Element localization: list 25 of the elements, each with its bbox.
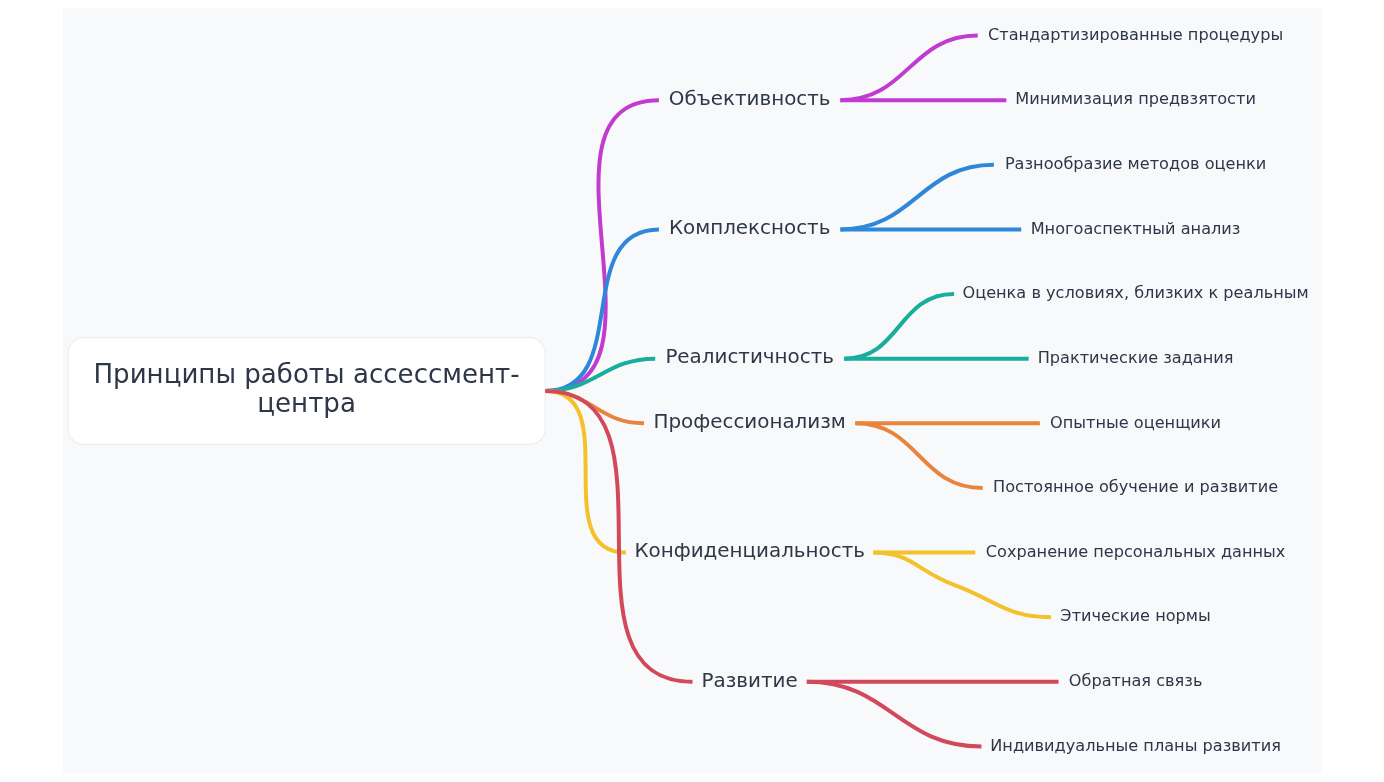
node-text: Многоаспектный анализ bbox=[1030, 218, 1240, 238]
node-text: Обратная связь bbox=[1068, 671, 1202, 691]
node-text: Оценка в условиях, близких к реальным bbox=[961, 283, 1309, 303]
node-text: Опытные оценщики bbox=[1049, 412, 1221, 432]
connector bbox=[806, 679, 982, 749]
node-text: Развитие bbox=[701, 668, 798, 692]
node-text: Комплексность bbox=[668, 216, 830, 240]
connector bbox=[872, 550, 1051, 620]
node-text: Минимизация предвзятости bbox=[1014, 89, 1256, 109]
node-text: Разнообразие методов оценки bbox=[1004, 154, 1266, 174]
node-text: Практические задания bbox=[1037, 347, 1233, 367]
connector bbox=[839, 98, 1006, 103]
node-text: Постоянное обучение и развитие bbox=[992, 477, 1278, 497]
connector bbox=[843, 356, 1029, 361]
node-text: Профессионализм bbox=[653, 410, 846, 434]
node-text: Конфиденциальность bbox=[633, 539, 865, 563]
node-box: Принципы работы ассессмент-центра bbox=[66, 336, 546, 446]
connector bbox=[854, 421, 983, 490]
node-text: Реалистичность bbox=[664, 345, 834, 369]
connector bbox=[839, 227, 1021, 232]
node-text: Объективность bbox=[668, 86, 831, 110]
node-text: Стандартизированные процедуры bbox=[987, 24, 1283, 44]
node-text: Этические нормы bbox=[1059, 606, 1211, 626]
node-text: Индивидуальные планы развития bbox=[989, 735, 1281, 755]
node-text: Сохранение персональных данных bbox=[985, 541, 1285, 561]
